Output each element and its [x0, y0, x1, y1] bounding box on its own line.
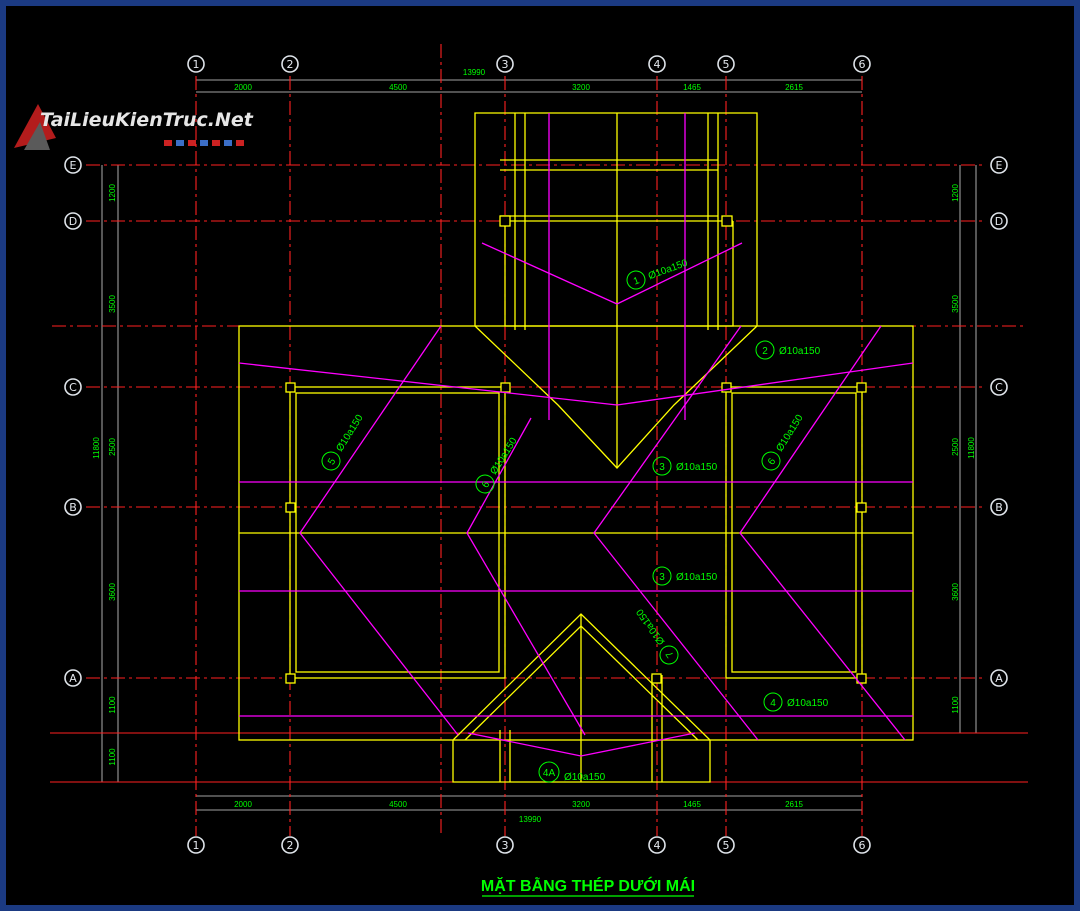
axis-label: 5	[723, 839, 730, 852]
dim-segment: 2000	[234, 800, 252, 809]
axis-bubbles: 1 2 3 4 5 6 1 2 3 4 5 6 E D C B A E D C …	[64, 55, 1008, 854]
rebar-tag-spec: Ø10a150	[676, 462, 718, 473]
dimension-lines	[101, 79, 977, 811]
dim-segment: 3200	[572, 83, 590, 92]
rebar-tag: 3 Ø10a150	[652, 456, 718, 476]
logo-mark-icon	[14, 104, 56, 148]
axis-label: 1	[193, 839, 200, 852]
dim-segment: 1200	[108, 184, 117, 202]
axis-label: 1	[193, 58, 200, 71]
rebar-tag: 6 Ø10a150	[761, 413, 806, 471]
axis-label: A	[995, 672, 1003, 685]
axis-label: 2	[287, 839, 294, 852]
rebar-tag: 4 Ø10a150	[763, 692, 829, 712]
dim-total: 11800	[92, 437, 101, 459]
rebar-tag: 4A Ø10a150	[538, 761, 606, 783]
axis-label: 4	[654, 839, 661, 852]
dim-segment: 1465	[683, 83, 701, 92]
axis-label: 3	[502, 58, 509, 71]
dim-segment: 3600	[951, 583, 960, 601]
dimension-text-right: 1200 3500 2500 3600 1100 11800	[951, 184, 976, 714]
watermark-logo: TaiLieuKienTruc.Net	[14, 104, 254, 150]
watermark-text: TaiLieuKienTruc.Net	[40, 109, 254, 131]
dim-total: 13990	[463, 68, 486, 77]
dimension-text-left: 1200 3500 2500 3600 1100 1100 11800	[92, 184, 117, 766]
cad-drawing-canvas: TaiLieuKienTruc.Net	[6, 6, 1074, 905]
axis-label: 4	[654, 58, 661, 71]
dim-segment: 3500	[951, 295, 960, 313]
rebar-tag-number: 1	[632, 275, 641, 287]
dim-segment: 1100	[108, 696, 117, 714]
axis-label: C	[995, 381, 1003, 394]
axis-label: B	[69, 501, 77, 514]
title-text: MẶT BẰNG THÉP DƯỚI MÁI	[481, 876, 695, 895]
rebar-tag-number: 2	[762, 346, 768, 357]
axis-bubble-bottom: 1 2 3 4 5 6	[187, 836, 871, 854]
rebar-tag: 2 Ø10a150	[755, 340, 821, 360]
axis-label: 2	[287, 58, 294, 71]
dim-segment: 1465	[683, 800, 701, 809]
rebar-tag-spec: Ø10a150	[779, 346, 821, 357]
rebar-tag-number: 4	[770, 698, 776, 709]
rebar-tag: 6 Ø10a150	[475, 436, 520, 494]
dim-segment: 3500	[108, 295, 117, 313]
grid-lines	[50, 44, 1028, 836]
axis-bubble-right: E D C B A	[990, 156, 1008, 687]
rebar-tag-number: 5	[326, 456, 339, 467]
axis-label: 3	[502, 839, 509, 852]
drawing-svg: TaiLieuKienTruc.Net	[14, 44, 1028, 897]
dim-segment: 2000	[234, 83, 252, 92]
rebar-tag-spec: Ø10a150	[774, 413, 805, 454]
rebar-tag-spec: Ø10a150	[634, 606, 667, 646]
dim-segment: 1200	[951, 184, 960, 202]
rebar-tag-number: 6	[480, 479, 493, 490]
rebar-tag-spec: Ø10a150	[334, 413, 365, 454]
axis-bubble-top: 1 2 3 4 5 6	[187, 55, 871, 73]
axis-bubble-left: E D C B A	[64, 156, 82, 687]
axis-label: A	[69, 672, 77, 685]
rebar-tag-number: 3	[659, 462, 665, 473]
axis-label: E	[70, 159, 77, 172]
rebar-tag-spec: Ø10a150	[676, 572, 718, 583]
dimension-text-bottom: 2000 4500 3200 1465 2615 13990	[234, 800, 803, 824]
rebar-tag-number: 3	[659, 572, 665, 583]
axis-label: 6	[859, 839, 866, 852]
roof-outline	[238, 112, 914, 783]
rebar-lines	[238, 113, 914, 757]
dim-segment: 2615	[785, 800, 803, 809]
logo-dots-icon	[164, 140, 244, 146]
dim-segment: 4500	[389, 800, 407, 809]
dim-segment: 2500	[951, 438, 960, 456]
dim-total: 11800	[967, 437, 976, 459]
rebar-tag-number: 6	[766, 456, 779, 467]
logo-mark-shadow-icon	[24, 122, 50, 150]
axis-label: B	[995, 501, 1003, 514]
axis-label: E	[996, 159, 1003, 172]
rebar-tags: 1 Ø10a150 2 Ø10a150 3 Ø10a150 3 Ø10a150 …	[321, 258, 829, 783]
axis-label: 6	[859, 58, 866, 71]
axis-label: D	[995, 215, 1003, 228]
dim-segment: 1100	[108, 748, 117, 766]
rebar-tag: 5 Ø10a150	[321, 413, 366, 471]
axis-label: 5	[723, 58, 730, 71]
axis-label: D	[69, 215, 77, 228]
rebar-tag: 3 Ø10a150	[652, 566, 718, 586]
dim-segment: 3200	[572, 800, 590, 809]
rebar-tag-number: 7	[664, 648, 676, 659]
dim-segment: 1100	[951, 696, 960, 714]
drawing-title: MẶT BẰNG THÉP DƯỚI MÁI	[481, 876, 695, 897]
dim-segment: 3600	[108, 583, 117, 601]
dimension-text-top: 13990 2000 4500 3200 1465 2615	[234, 68, 803, 92]
rebar-tag-spec: Ø10a150	[787, 698, 829, 709]
dim-segment: 2500	[108, 438, 117, 456]
dim-total: 13990	[519, 815, 542, 824]
dim-segment: 4500	[389, 83, 407, 92]
axis-label: C	[69, 381, 77, 394]
dim-segment: 2615	[785, 83, 803, 92]
rebar-tag-number: 4A	[543, 768, 556, 779]
rebar-tag-spec: Ø10a150	[564, 772, 606, 783]
rebar-tag-spec: Ø10a150	[488, 436, 519, 477]
rebar-tag: 7 Ø10a150	[634, 606, 679, 665]
